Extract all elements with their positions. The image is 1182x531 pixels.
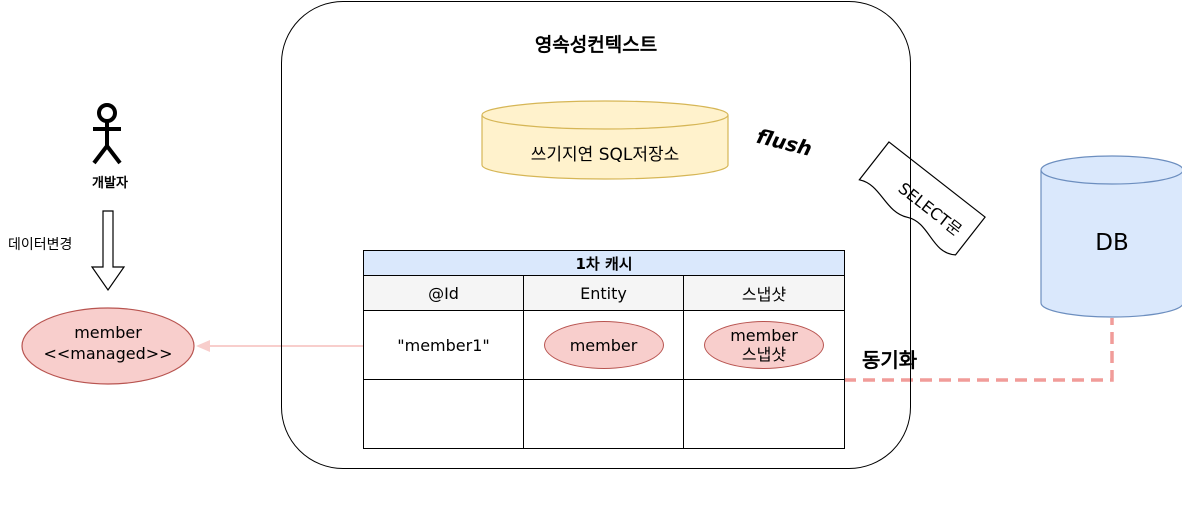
reference-arrow xyxy=(196,340,363,352)
first-level-cache-table: 1차 캐시 @Id Entity 스냅샷 "member1" member me… xyxy=(362,250,846,449)
empty-cell xyxy=(523,379,684,449)
table-row-empty xyxy=(363,379,846,449)
data-change-label: 데이터변경 xyxy=(8,237,73,253)
select-document-shape xyxy=(858,141,986,256)
cell-entity: member xyxy=(523,310,684,380)
header-snapshot: 스냅샷 xyxy=(682,275,846,311)
sync-label: 동기화 xyxy=(862,348,918,372)
snapshot-line1: member xyxy=(730,326,798,345)
table-row: "member1" member member 스냅샷 xyxy=(363,310,846,380)
cache-caption: 1차 캐시 xyxy=(362,250,846,276)
managed-member-label: member <<managed>> xyxy=(22,322,194,364)
managed-member-line1: member xyxy=(74,323,142,342)
id-value: "member1" xyxy=(397,335,490,355)
data-change-arrow xyxy=(90,210,126,292)
cell-id: "member1" xyxy=(363,310,524,380)
snapshot-line2: 스냅샷 xyxy=(741,345,787,364)
sync-dashed-line xyxy=(844,318,1114,382)
write-store-cylinder xyxy=(481,100,729,180)
db-cylinder xyxy=(1040,155,1182,318)
empty-cell xyxy=(682,379,846,449)
managed-member-line2: <<managed>> xyxy=(43,344,173,363)
context-title: 영속성컨텍스트 xyxy=(534,34,658,56)
snapshot-ellipse: member 스냅샷 xyxy=(704,321,825,369)
db-label: DB xyxy=(1095,230,1129,256)
persistence-context-box xyxy=(281,1,911,469)
entity-ellipse: member xyxy=(543,321,664,369)
header-entity: Entity xyxy=(523,275,684,311)
managed-member-ellipse xyxy=(21,307,195,385)
developer-label: 개발자 xyxy=(92,176,128,191)
write-store-label: 쓰기지연 SQL저장소 xyxy=(530,145,680,165)
header-id: @Id xyxy=(363,275,524,311)
empty-cell xyxy=(363,379,524,449)
developer-figure xyxy=(92,103,122,165)
cell-snapshot: member 스냅샷 xyxy=(682,310,846,380)
